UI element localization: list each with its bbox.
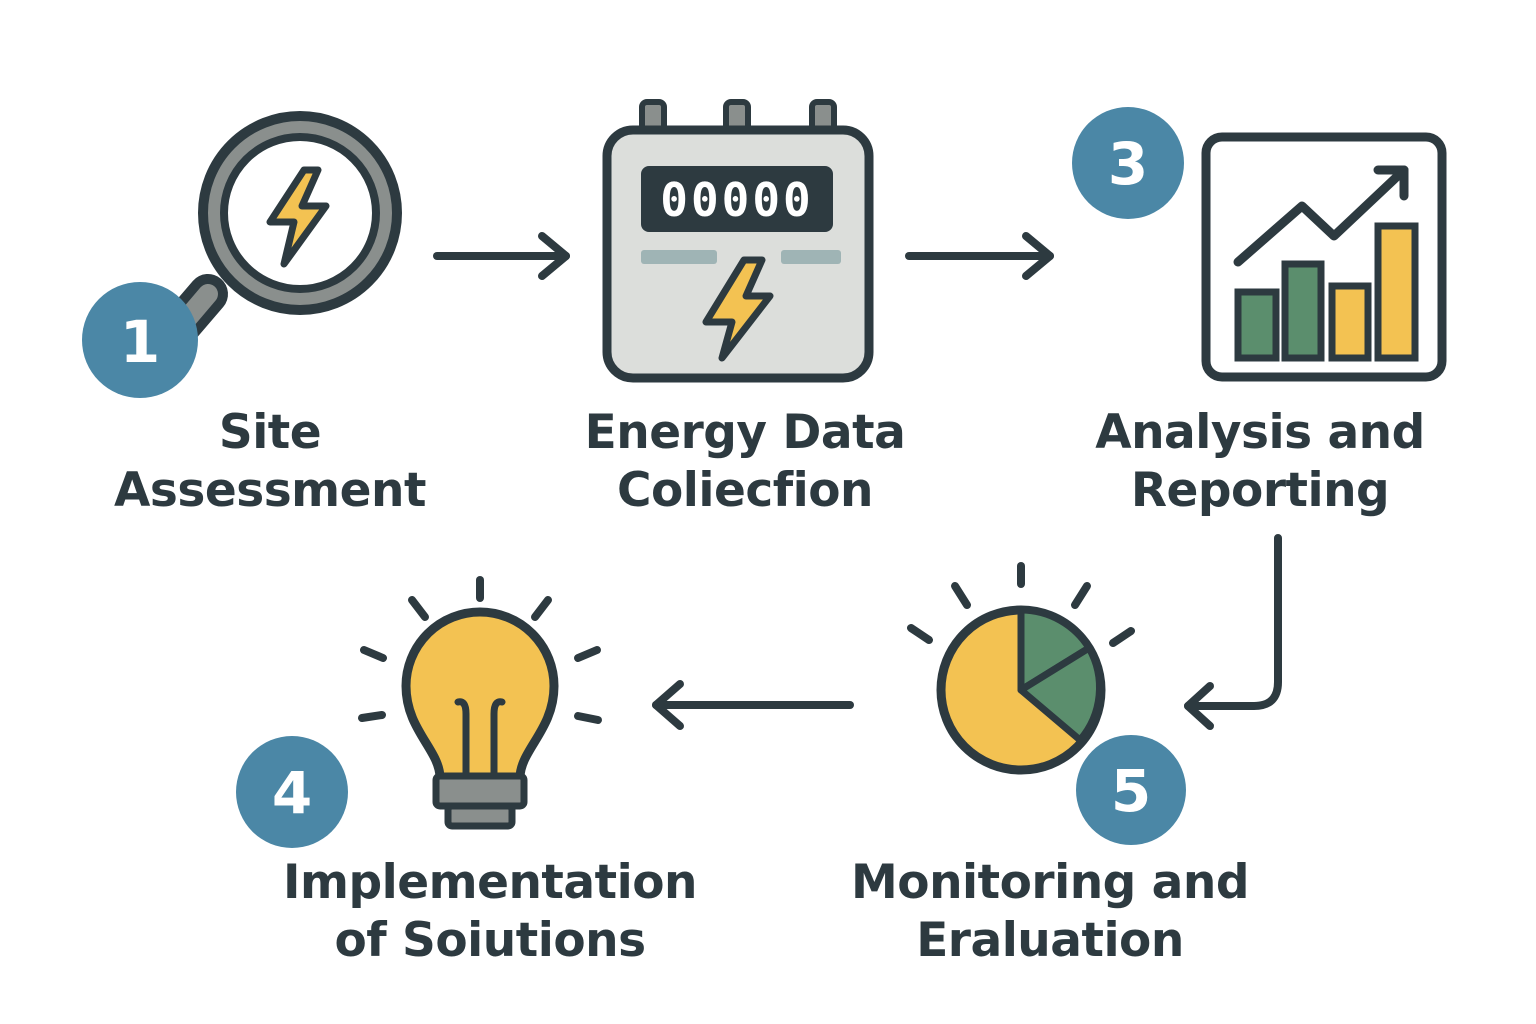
step-5-number: 5: [1111, 757, 1151, 825]
step-4-label: Implementation of Soiutions: [260, 854, 720, 970]
arrow-right-1: [433, 232, 570, 280]
energy-meter-icon: 00000: [602, 99, 874, 383]
step-1-number: 1: [120, 308, 160, 376]
step-1-label-line2: Assessment: [114, 463, 426, 518]
step-5-label: Monitoring and Eraluation: [830, 854, 1270, 970]
step-2-label-line2: Coliecfion: [616, 463, 874, 518]
step-2-label: Energy Data Coliecfion: [560, 404, 930, 520]
step-3-number: 3: [1108, 130, 1148, 198]
step-3-label-line2: Reporting: [1130, 463, 1390, 518]
step-3-badge: 3: [1072, 107, 1184, 219]
step-1-label-line1: Site: [218, 405, 322, 460]
step-2-label-line1: Energy Data: [584, 405, 906, 460]
bar-chart-trend-icon: [1201, 132, 1447, 382]
step-5-badge: 5: [1076, 735, 1186, 845]
step-5-label-line2: Eraluation: [916, 913, 1184, 968]
step-1-badge: 1: [82, 282, 198, 398]
pie-chart-icon: [907, 562, 1135, 775]
magnifier-lightning-icon: [152, 111, 402, 356]
meter-reading: 00000: [660, 173, 813, 227]
step-3-label-line1: Analysis and: [1095, 405, 1425, 460]
arrow-right-2: [905, 232, 1054, 280]
step-3-label: Analysis and Reporting: [1070, 404, 1450, 520]
step-4-number: 4: [272, 759, 312, 827]
step-5-label-line1: Monitoring and: [851, 855, 1249, 910]
step-4-label-line2: of Soiutions: [334, 913, 646, 968]
step-4-badge: 4: [236, 736, 348, 848]
step-4-label-line1: Implementation: [283, 855, 697, 910]
arrow-left: [652, 680, 854, 730]
arrow-down-left: [1184, 534, 1282, 730]
lightbulb-icon: [358, 576, 602, 830]
step-1-label: Site Assessment: [100, 404, 440, 520]
